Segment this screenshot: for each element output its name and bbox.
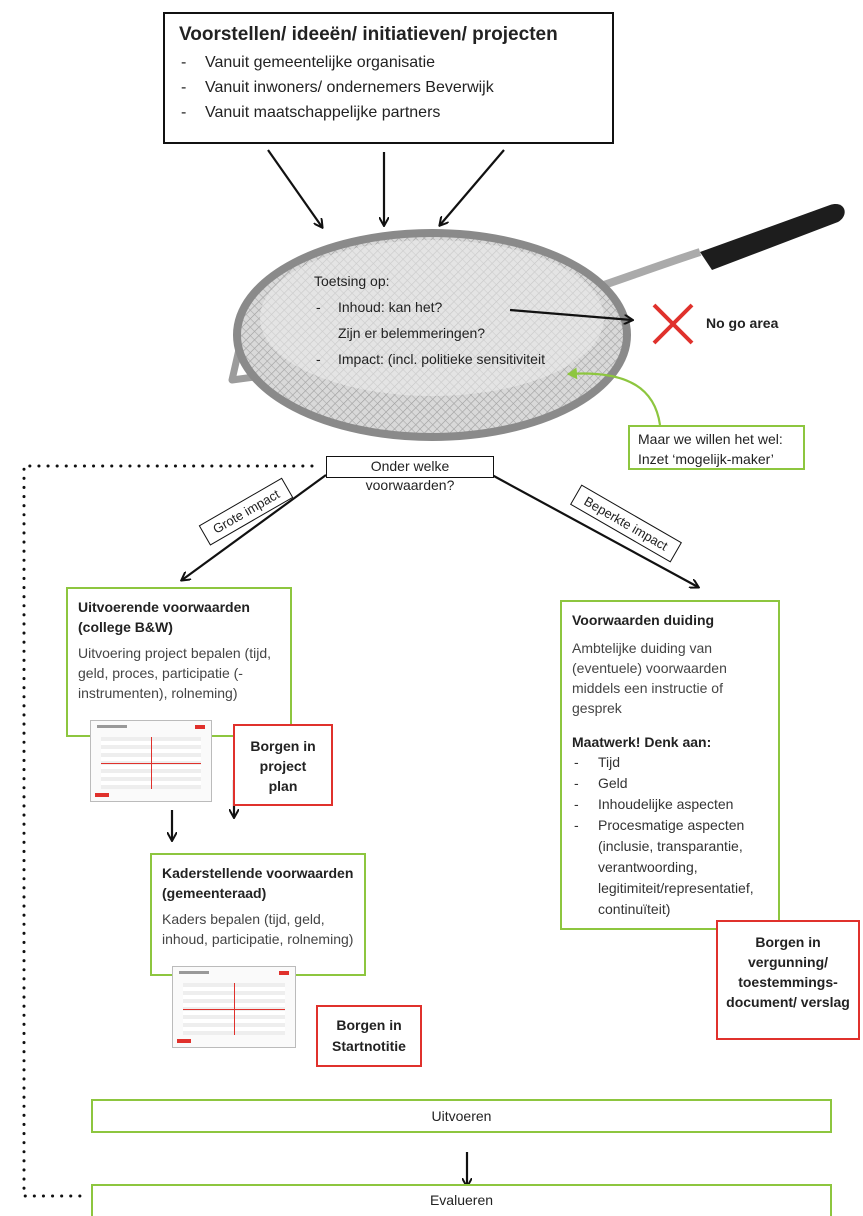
uitvoerende-box: Uitvoerende voorwaarden (college B&W) Ui…: [66, 587, 292, 737]
proposals-list: Vanuit gemeentelijke organisatie Vanuit …: [179, 50, 598, 125]
duiding-title: Voorwaarden duiding: [572, 612, 715, 628]
maatwerk-item: Geld: [572, 773, 768, 794]
toetsing-text: Toetsing op: -Inhoud: kan het? Zijn er b…: [314, 268, 574, 372]
proposals-box: Voorstellen/ ideeën/ initiatieven/ proje…: [163, 12, 614, 144]
kaderstellende-title: Kaderstellende voorwaarden: [162, 865, 354, 881]
feedback-dotted-line: [22, 464, 314, 1198]
kaderstellende-subtitle: (gemeenteraad): [162, 885, 267, 901]
uitvoeren-label: Uitvoeren: [431, 1108, 492, 1124]
no-go-label: No go area: [706, 315, 779, 331]
borgen-startnotitie-label: Borgen in Startnotitie: [332, 1017, 406, 1054]
duiding-body: Ambtelijke duiding van (eventuele) voorw…: [572, 640, 727, 716]
maatwerk-item: Tijd: [572, 752, 768, 773]
mogelijk-maker-line2: Inzet ‘mogelijk-maker’: [638, 451, 774, 467]
sieve-illustration: [228, 203, 845, 441]
toetsing-item-belemmeringen: Zijn er belemmeringen?: [338, 325, 486, 341]
arrow-beperkte-impact: [491, 474, 698, 587]
mogelijk-maker-line1: Maar we willen het wel:: [638, 431, 783, 447]
arrow-mogelijk-maker: [567, 367, 662, 426]
borgen-vergunning-box: Borgen in vergunning/ toestemmings-docum…: [716, 920, 860, 1040]
evalueren-box: Evalueren: [91, 1184, 832, 1216]
kaderstellende-body: Kaders bepalen (tijd, geld, inhoud, part…: [162, 911, 354, 947]
uitvoerende-subtitle: (college B&W): [78, 619, 173, 635]
maatwerk-heading: Maatwerk! Denk aan:: [572, 734, 712, 750]
question-box: Onder welke voorwaarden?: [326, 456, 494, 493]
toetsing-heading: Toetsing op:: [314, 273, 390, 289]
borgen-vergunning-label: Borgen in vergunning/ toestemmings-docum…: [726, 934, 850, 1010]
proposal-item: Vanuit maatschappelijke partners: [179, 100, 598, 125]
proposals-title: Voorstellen/ ideeën/ initiatieven/ proje…: [179, 24, 558, 45]
toetsing-item-impact: -Impact: (incl. politieke sensitiviteit: [316, 351, 545, 367]
arrow-left-into-sieve: [267, 149, 322, 227]
proposal-item: Vanuit inwoners/ ondernemers Beverwijk: [179, 75, 598, 100]
borgen-startnotitie-box: Borgen in Startnotitie: [316, 1005, 422, 1067]
evalueren-label: Evalueren: [429, 1192, 494, 1208]
startnotitie-thumbnail: [172, 966, 296, 1048]
mogelijk-maker-box: Maar we willen het wel: Inzet ‘mogelijk-…: [628, 425, 805, 470]
no-go-cross-icon: [652, 303, 694, 345]
borgen-project-plan-box: Borgen in project plan: [233, 724, 333, 806]
arrow-grote-impact: [182, 474, 327, 580]
kaderstellende-box: Kaderstellende voorwaarden (gemeenteraad…: [150, 853, 366, 976]
maatwerk-item: Inhoudelijke aspecten: [572, 794, 768, 815]
uitvoeren-box: Uitvoeren: [91, 1099, 832, 1133]
uitvoerende-body: Uitvoering project bepalen (tijd, geld, …: [78, 645, 271, 701]
uitvoerende-title: Uitvoerende voorwaarden: [78, 599, 250, 615]
toetsing-item-inhoud: -Inhoud: kan het?: [316, 299, 443, 315]
maatwerk-list: Tijd Geld Inhoudelijke aspecten Procesma…: [572, 752, 768, 920]
proposal-item: Vanuit gemeentelijke organisatie: [179, 50, 598, 75]
project-plan-thumbnail: [90, 720, 212, 802]
arrow-to-no-go: [509, 308, 632, 320]
borgen-project-plan-label: Borgen in project plan: [250, 738, 316, 794]
arrow-right-into-sieve: [440, 149, 505, 225]
maatwerk-item: Procesmatige aspecten (inclusie, transpa…: [572, 815, 768, 920]
duiding-box: Voorwaarden duiding Ambtelijke duiding v…: [560, 600, 780, 930]
